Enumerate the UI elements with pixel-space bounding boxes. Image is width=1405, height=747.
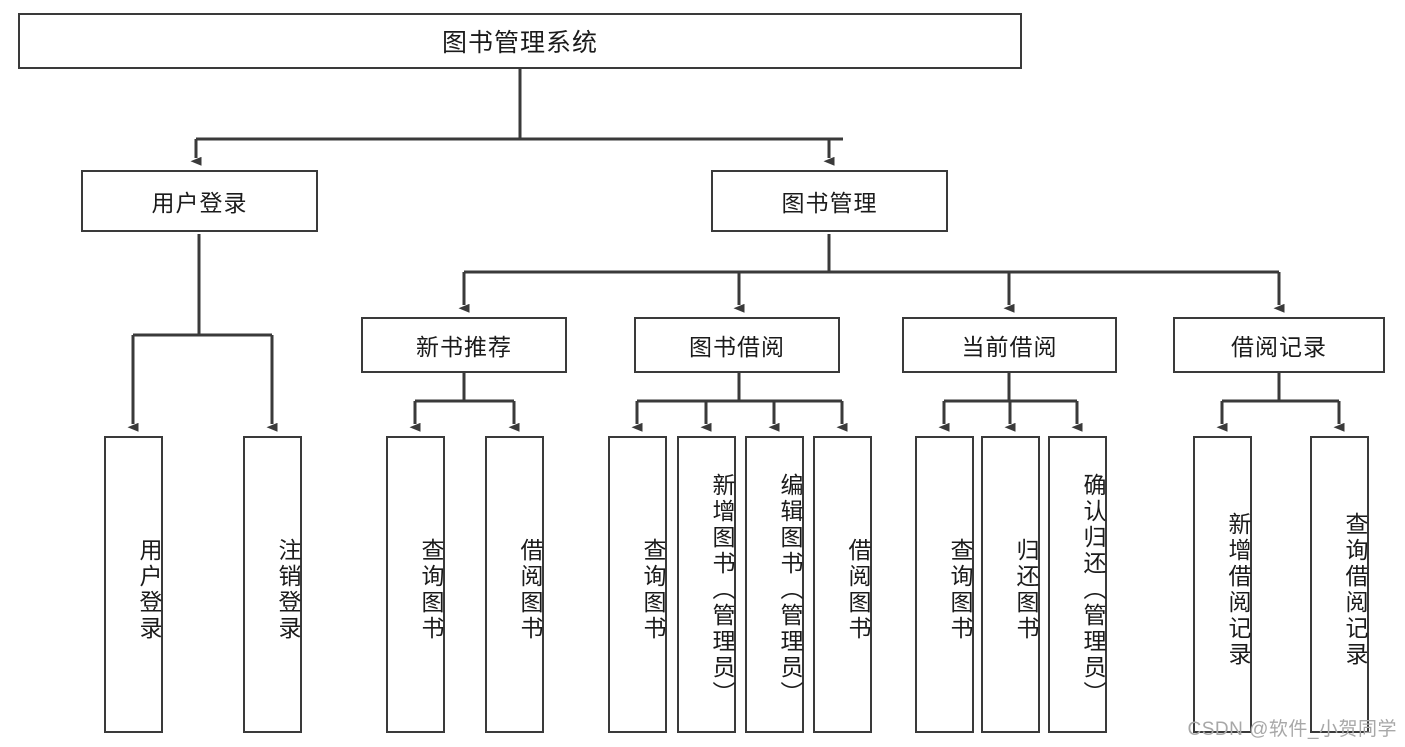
node-leaf-add-borrow-record[interactable]: 新增借阅记录 (1193, 436, 1252, 733)
node-label: 查询借阅记录 (1342, 511, 1368, 668)
node-label: 注销登录 (275, 537, 301, 642)
node-book-borrow[interactable]: 图书借阅 (634, 317, 840, 373)
node-label: 图书借阅 (689, 334, 785, 360)
node-leaf-query-book-rec[interactable]: 查询图书 (386, 436, 445, 733)
node-label: 新增借阅记录 (1225, 511, 1251, 668)
node-label: 借阅图书 (517, 537, 543, 642)
node-leaf-user-login[interactable]: 用户登录 (104, 436, 163, 733)
node-label: 编辑图书（管理员） (777, 472, 803, 707)
node-borrow-record[interactable]: 借阅记录 (1173, 317, 1385, 373)
node-leaf-confirm-return-admin[interactable]: 确认归还（管理员） (1048, 436, 1107, 733)
node-current-borrow[interactable]: 当前借阅 (902, 317, 1117, 373)
node-label: 查询图书 (418, 537, 444, 642)
node-label: 借阅记录 (1231, 334, 1327, 360)
node-label: 用户登录 (136, 537, 162, 642)
node-book-manage[interactable]: 图书管理 (711, 170, 948, 232)
node-leaf-query-book-borrow[interactable]: 查询图书 (608, 436, 667, 733)
node-label: 确认归还（管理员） (1080, 472, 1106, 707)
node-leaf-add-book-admin[interactable]: 新增图书（管理员） (677, 436, 736, 733)
node-label: 当前借阅 (961, 334, 1058, 360)
node-leaf-return-book[interactable]: 归还图书 (981, 436, 1040, 733)
node-label: 用户登录 (151, 190, 248, 216)
node-leaf-query-borrow-record[interactable]: 查询借阅记录 (1310, 436, 1369, 733)
node-label: 图书管理 (781, 190, 878, 216)
node-label: 查询图书 (640, 537, 666, 642)
node-new-book-recommend[interactable]: 新书推荐 (361, 317, 567, 373)
csdn-watermark: CSDN @软件_小贺同学 (1187, 719, 1397, 740)
node-leaf-query-book-current[interactable]: 查询图书 (915, 436, 974, 733)
node-leaf-borrow-book[interactable]: 借阅图书 (813, 436, 872, 733)
node-leaf-edit-book-admin[interactable]: 编辑图书（管理员） (745, 436, 804, 733)
node-user-login[interactable]: 用户登录 (81, 170, 318, 232)
node-label: 图书管理系统 (441, 29, 598, 57)
node-label: 新增图书（管理员） (709, 472, 735, 707)
node-label: 借阅图书 (845, 537, 871, 642)
node-leaf-borrow-book-rec[interactable]: 借阅图书 (485, 436, 544, 733)
node-label: 归还图书 (1013, 537, 1039, 642)
node-leaf-logout-login[interactable]: 注销登录 (243, 436, 302, 733)
node-label: 查询图书 (947, 537, 973, 642)
node-label: 新书推荐 (416, 334, 512, 360)
node-root-system[interactable]: 图书管理系统 (18, 13, 1022, 69)
